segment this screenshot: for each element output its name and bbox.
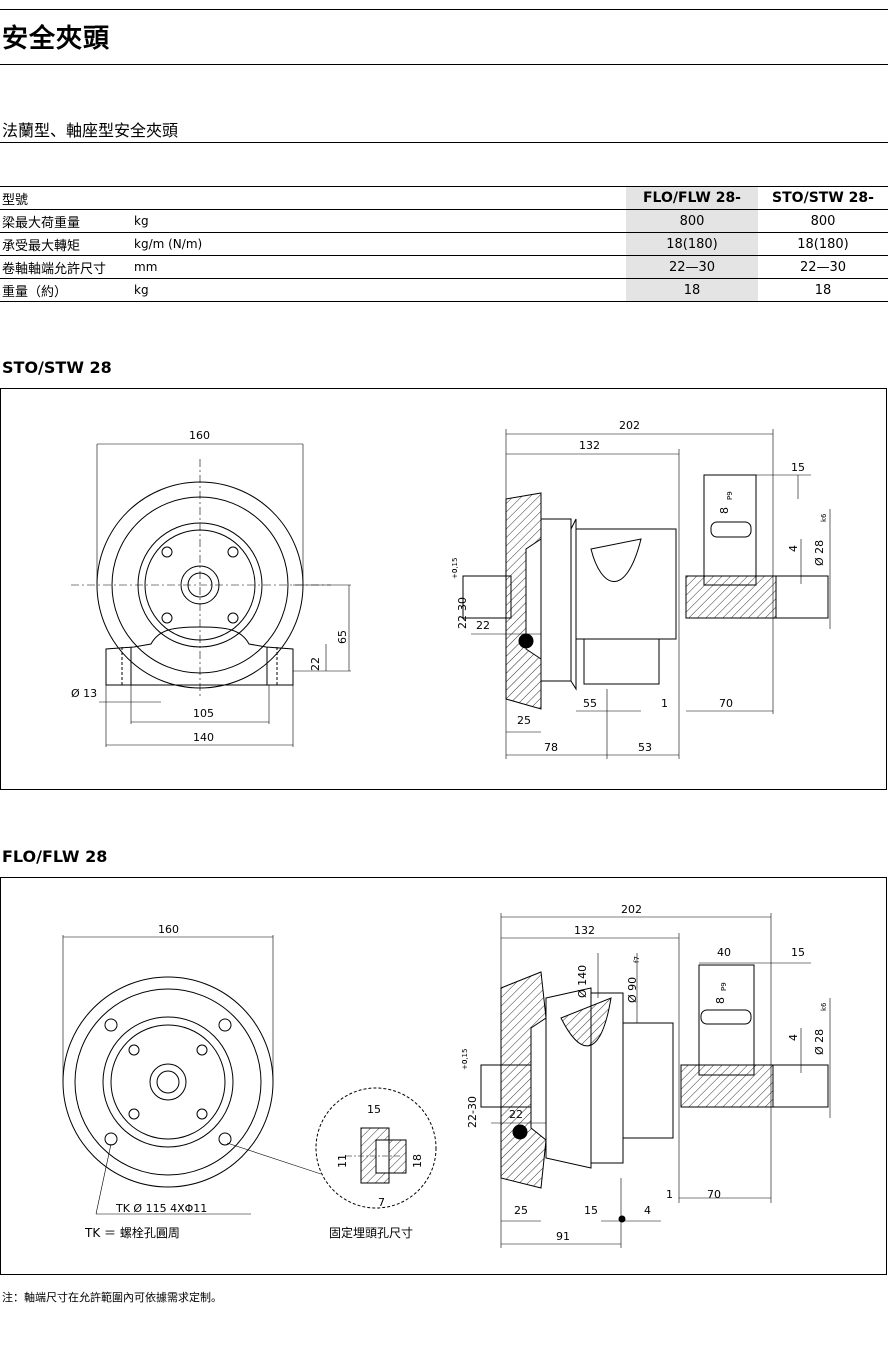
flo-dim-40: 40 [717,946,731,959]
table-header-cell [134,186,626,210]
sto-dim-55: 55 [583,697,597,710]
flo-dim-70: 70 [707,1188,721,1201]
sto-dim-bore-tol: +0,15 [451,558,459,579]
sto-dim-height: 65 [336,630,349,644]
table-cell: kg [134,278,626,302]
flo-dim-shaft-tol: k6 [820,1002,828,1011]
flo-dim-4: 4 [644,1204,651,1217]
sto-dim-key: 8 [718,507,731,514]
flo-dim-15: 15 [791,946,805,959]
sto-dim-hole-spacing: 105 [193,707,214,720]
flo-dim-width: 160 [158,923,179,936]
sto-dim-key-depth: 4 [787,545,800,552]
table-header-cell: FLO/FLW 28- [626,186,758,210]
flo-dim-bore-tol: +0,15 [461,1049,469,1070]
flo-front-view [62,935,437,1215]
sto-dim-shaft-len: 15 [791,461,805,474]
flo-detail-7: 7 [378,1196,385,1209]
table-cell: 22—30 [758,255,888,279]
page-title: 安全夾頭 [2,24,111,54]
flo-dim-bore-tol-low: 0 [461,1060,469,1064]
flo-section-title: FLO/FLW 28 [2,847,108,866]
table-cell: 18(180) [758,232,888,256]
flo-dim-bore: 22-30 [466,1096,479,1128]
section-subtitle: 法蘭型、軸座型安全夾頭 [2,121,179,140]
flo-dim-key: 8 [714,997,727,1004]
flo-dim-90: Ø 90 [626,977,639,1003]
flo-dim-tk: TK Ø 115 4XΦ11 [115,1202,207,1215]
table-row: 承受最大轉矩 kg/m (N/m) 18(180) 18(180) [0,232,888,256]
flo-detail-11: 11 [336,1154,349,1168]
table-cell: mm [134,255,626,279]
flo-dim-25: 25 [514,1204,528,1217]
spec-table: 型號 FLO/FLW 28- STO/STW 28- 梁最大荷重量 kg 800… [0,186,888,302]
sto-dim-22: 22 [476,619,490,632]
flo-dim-15b: 15 [584,1204,598,1217]
table-cell: kg/m (N/m) [134,232,626,256]
sto-dim-53: 53 [638,741,652,754]
flo-drawing-frame: 160 TK Ø 115 4XΦ11 TK ＝ 螺栓孔圓周 15 11 18 7… [0,877,887,1275]
sto-side-view [462,429,831,759]
sto-dim-shaft-tol: k6 [820,513,828,522]
flo-dim-140: Ø 140 [576,965,589,998]
sto-drawing-frame: 160 65 22 Ø 13 105 140 [0,388,887,790]
flo-dim-body: 132 [574,924,595,937]
sto-dim-foot: 22 [309,657,322,671]
table-cell: 梁最大荷重量 [0,209,134,233]
flo-dim-shaft-dia: Ø 28 [813,1029,826,1055]
flo-detail-15: 15 [367,1103,381,1116]
sto-drawing: 160 65 22 Ø 13 105 140 [71,419,831,759]
table-row: 重量（約） kg 18 18 [0,278,888,302]
flo-dim-key-depth: 4 [787,1034,800,1041]
table-cell: 22—30 [626,255,758,279]
sto-dim-78: 78 [544,741,558,754]
table-row: 卷軸軸端允許尺寸 mm 22—30 22—30 [0,255,888,279]
sto-dim-width: 160 [189,429,210,442]
table-cell: 18 [626,278,758,302]
sto-dim-key-tol: P9 [726,491,734,500]
sto-dim-hole: Ø 13 [71,687,97,700]
flo-side-view [480,913,831,1248]
sto-dim-base: 140 [193,731,214,744]
sto-front-view [71,443,351,747]
table-cell: 18 [758,278,888,302]
footnote: 注：軸端尺寸在允許範圍內可依據需求定制。 [2,1291,222,1304]
table-header-cell: 型號 [0,186,134,210]
table-cell: kg [134,209,626,233]
table-cell: 18(180) [626,232,758,256]
table-cell: 800 [758,209,888,233]
flo-detail-18: 18 [411,1154,424,1168]
sto-section-title: STO/STW 28 [2,358,112,377]
sto-dim-shaft-dia: Ø 28 [813,540,826,566]
flo-drawing: 160 TK Ø 115 4XΦ11 TK ＝ 螺栓孔圓周 15 11 18 7… [62,903,831,1248]
table-header-row: 型號 FLO/FLW 28- STO/STW 28- [0,186,888,210]
table-row: 梁最大荷重量 kg 800 800 [0,209,888,233]
flo-tk-legend: TK ＝ 螺栓孔圓周 [84,1225,180,1240]
sto-dim-bore: 22-30 [456,597,469,629]
table-cell: 承受最大轉矩 [0,232,134,256]
flo-detail-caption: 固定埋頭孔尺寸 [329,1225,413,1240]
sto-dim-bore-tol-low: 0 [451,569,459,573]
table-cell: 重量（約） [0,278,134,302]
sto-dim-1: 1 [661,697,668,710]
sto-dim-25: 25 [517,714,531,727]
flo-dim-total: 202 [621,903,642,916]
table-cell: 卷軸軸端允許尺寸 [0,255,134,279]
top-rule [0,9,888,10]
sto-dim-70: 70 [719,697,733,710]
flo-dim-1: 1 [666,1188,673,1201]
table-header-cell: STO/STW 28- [758,186,888,210]
flo-dim-91: 91 [556,1230,570,1243]
sto-dim-total: 202 [619,419,640,432]
table-cell: 800 [626,209,758,233]
sto-dim-body: 132 [579,439,600,452]
flo-dim-key-tol: P9 [720,982,728,991]
subtitle-rule [0,142,888,143]
flo-dim-90-tol: f7 [633,956,641,963]
title-rule [0,64,888,65]
flo-dim-22: 22 [509,1108,523,1121]
